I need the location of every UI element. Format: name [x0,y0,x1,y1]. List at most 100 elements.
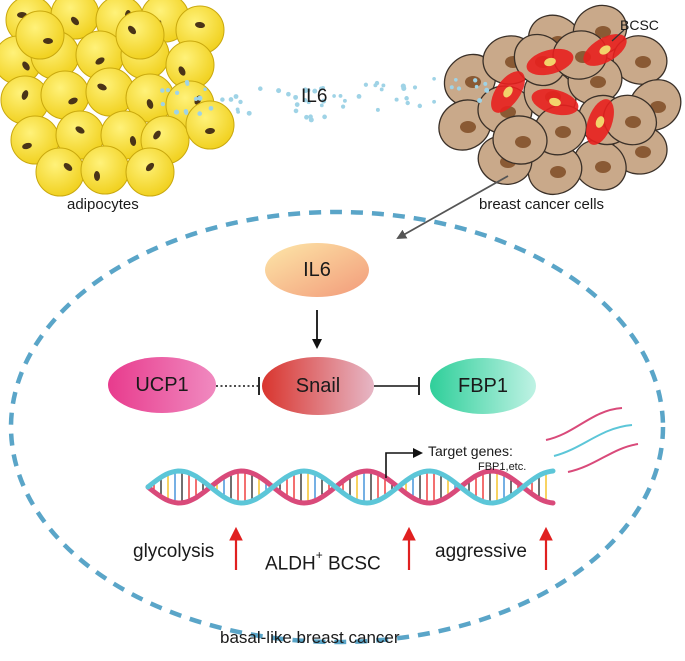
il6-dot [474,84,479,89]
adipocyte-nucleus [178,66,186,76]
mrna-strand-3 [567,443,639,473]
il6-dot [473,78,478,83]
il6-dot [432,76,436,81]
adipocyte-cell [115,10,165,60]
il6-dot [293,94,299,100]
ucp1-node-shape [108,357,216,413]
il6-dot [319,86,324,91]
il6-dot [412,85,418,90]
il6-dot [484,89,489,93]
cancer-cell-nucleus [595,26,611,38]
il6-dot [246,110,252,116]
adipocytes-label: adipocytes [67,196,139,213]
footer-caption: basal-like breast cancer [220,628,400,647]
transcription-arrow [385,448,423,478]
cancer-cell-nucleus [460,121,476,133]
adipocyte-nucleus [68,97,78,105]
il6-dot [338,93,343,98]
dna-strand-b [145,468,556,506]
il6-dot [373,83,378,88]
bcsc-nucleus [595,116,605,128]
il6-dot [294,102,300,107]
cancer-cell-nucleus [625,116,641,128]
il6-dot [456,86,462,91]
cancer-cell-nucleus [515,136,531,148]
il6-dot [160,88,165,93]
aggressive-label: aggressive [435,541,527,562]
ucp1-node: UCP1 [135,373,189,396]
il6-dot [173,109,180,115]
bcsc-pointer-line [611,29,625,42]
mrna-strand-2 [553,424,633,457]
il6-dot [394,97,399,102]
cancer-cell-nucleus [595,161,611,173]
il6-node-shape [265,243,369,297]
il6-dot [185,81,190,86]
il6-dot [404,96,409,101]
dashed-cell-boundary [8,209,666,645]
cancer-cell-nucleus [465,76,481,88]
bcsc-nucleus [544,57,556,67]
il6-dot [483,81,488,86]
adipocyte-nucleus [95,57,105,65]
il6-dot [332,94,336,98]
il6-dot [160,101,165,107]
target-genes-sublabel: FBP1,etc. [478,461,527,473]
cancer-cell-nucleus [650,101,666,113]
il6-dot [375,107,380,112]
il6-dot [286,91,291,97]
il6-dot [233,94,239,99]
adipocyte-nucleus [145,162,155,172]
bcsc-label: BCSC [620,17,659,33]
il6-dot [342,98,347,103]
il6-dot [197,111,203,116]
adipocyte-nucleus [195,21,205,29]
il6-dot [477,98,483,103]
dna-helix [145,468,556,506]
il6-dot [356,93,362,99]
dna-strand-a [145,468,556,506]
il6-dot [322,114,327,120]
il6-dot [184,110,189,115]
adipocyte-nucleus [70,16,80,26]
glycolysis-up-arrowhead [229,526,243,541]
snail-node: Snail [295,374,341,397]
il6-dot [165,88,171,93]
il6-dot [363,82,369,87]
adipocyte-nucleus [21,90,29,100]
il6-signal-label: IL6 [301,86,328,107]
adipocyte-nucleus [127,25,137,35]
il6-dot [276,88,282,94]
il6-dot [453,77,458,82]
aldh-label: ALDH+ BCSC [265,548,381,575]
il6-dot [308,117,314,123]
il6-dot [381,83,386,88]
adipocyte-nucleus [129,136,137,146]
aldh-bcsc-text: BCSC [327,553,381,575]
adipocyte-nucleus [97,83,107,91]
il6-node: IL6 [303,258,331,281]
il6-dot [340,104,346,109]
il6-dot [417,103,423,109]
fbp1-node: FBP1 [457,374,509,397]
bcsc-nucleus [549,97,561,107]
adipocyte-nucleus [22,142,32,150]
breast-cancer-cells-label: breast cancer cells [479,196,605,213]
il6-dot [197,95,203,101]
adipocyte-nucleus [153,130,161,140]
il6-dot [312,88,318,94]
il6-dot [319,103,324,108]
il6-dot [236,109,241,114]
il6-dot [432,99,437,104]
adipocyte-cell [80,145,130,195]
aldh-superscript: + [315,548,323,562]
il6-dot [449,85,454,90]
cells-to-pathway-arrow [396,175,509,239]
il6-dot [193,96,199,102]
il6-dot [321,98,327,104]
bcsc-nucleus [503,86,513,98]
il6-dot [258,86,263,91]
adipocyte-nucleus [43,37,53,45]
il6-dot [302,97,308,103]
cancer-cell-nucleus [635,56,651,68]
